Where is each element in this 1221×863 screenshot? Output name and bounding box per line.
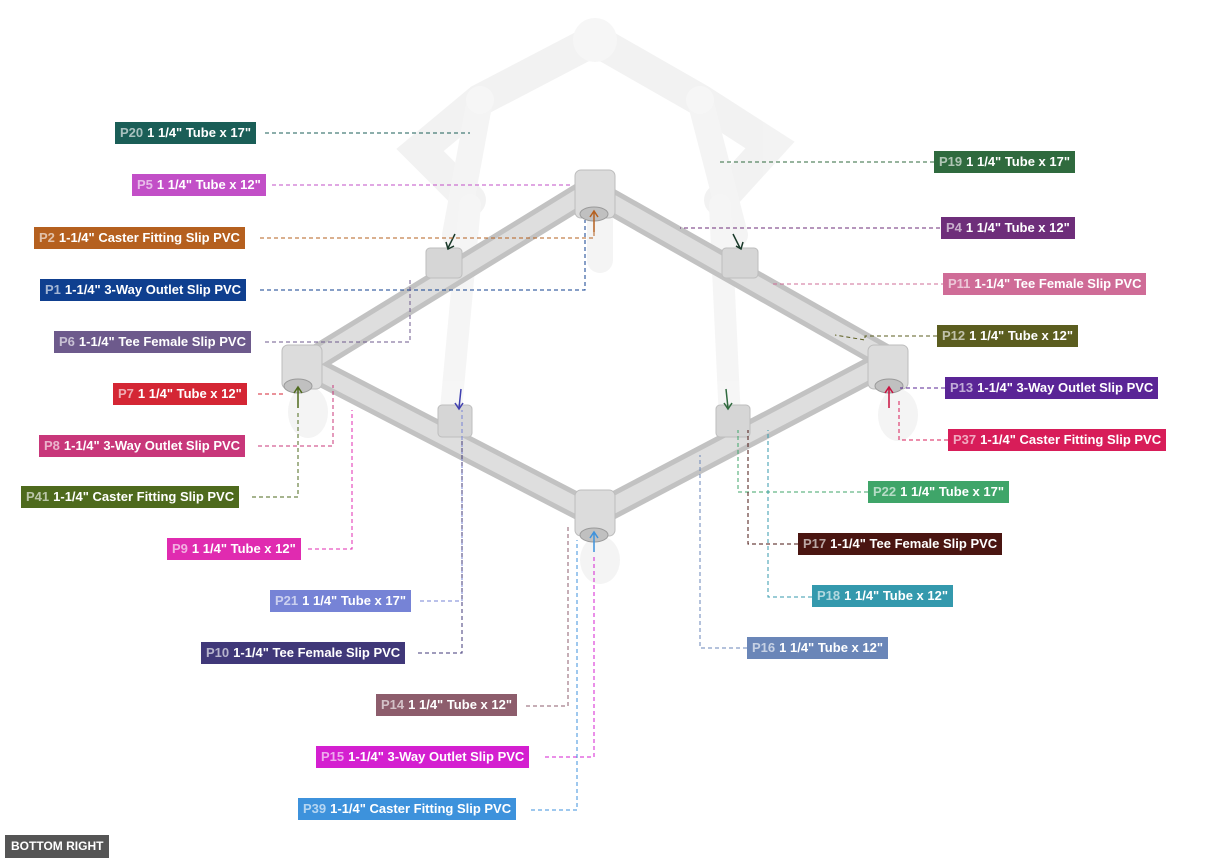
part-name: 1 1/4" Tube x 12" [965,220,1070,235]
part-name: 1 1/4" Tube x 12" [156,177,261,192]
part-id: P37 [953,432,977,447]
part-id: P1 [45,282,61,297]
part-name: 1 1/4" Tube x 17" [966,154,1070,169]
part-name: 1-1/4" 3-Way Outlet Slip PVC [348,749,525,764]
arrow-down-icon [732,233,744,251]
part-id: P13 [950,380,974,395]
part-name: 1 1/4" Tube x 12" [408,697,512,712]
part-id: P17 [803,536,827,551]
part-name: 1-1/4" Tee Female Slip PVC [974,276,1142,291]
part-id: P18 [817,588,841,603]
arrow-down-icon [723,388,733,411]
part-name: 1 1/4" Tube x 17" [900,484,1004,499]
part-id: P22 [873,484,897,499]
part-name: 1-1/4" 3-Way Outlet Slip PVC [63,438,241,453]
part-id: P6 [59,334,75,349]
part-id: P10 [206,645,230,660]
part-name: 1 1/4" Tube x 12" [969,328,1073,343]
part-id: P16 [752,640,776,655]
part-id: P12 [942,328,966,343]
part-name: 1 1/4" Tube x 12" [779,640,883,655]
corner-fitting-left [281,344,323,394]
part-id: P2 [39,230,55,245]
upper-frame-ghost [396,18,795,431]
part-name: 1-1/4" Caster Fitting Slip PVC [58,230,240,245]
part-name: 1 1/4" Tube x 12" [844,588,948,603]
part-id: P14 [381,697,405,712]
part-id: P19 [939,154,963,169]
part-name: 1-1/4" Caster Fitting Slip PVC [330,801,512,816]
part-id: P21 [275,593,299,608]
part-name: 1-1/4" Caster Fitting Slip PVC [980,432,1162,447]
part-name: 1-1/4" Caster Fitting Slip PVC [53,489,235,504]
part-id: P7 [118,386,134,401]
part-name: 1 1/4" Tube x 12" [137,386,242,401]
part-id: P4 [946,220,962,235]
part-id: P9 [172,541,188,556]
part-name: 1 1/4" Tube x 17" [302,593,406,608]
part-id: P20 [120,125,144,140]
part-id: P5 [137,177,153,192]
tee-fitting-front-right [715,404,751,438]
part-id: P11 [948,276,971,291]
part-name: 1-1/4" Tee Female Slip PVC [233,645,401,660]
arrow-up-icon [884,385,894,408]
arrow-up-icon [293,385,303,408]
view-orientation-badge: BOTTOM RIGHT [5,835,110,858]
leader-lines [252,132,948,811]
arrow-down-icon [445,233,456,251]
tee-fitting-front-left [437,404,473,438]
corner-fitting-right [867,344,909,394]
part-name: 1-1/4" Tee Female Slip PVC [830,536,998,551]
part-name: 1-1/4" Tee Female Slip PVC [78,334,246,349]
arrow-up-icon [589,530,599,552]
arrow-down-icon [454,388,464,411]
part-name: 1-1/4" 3-Way Outlet Slip PVC [64,282,242,297]
part-id: P15 [321,749,345,764]
tee-fitting-right [721,247,759,279]
part-name: 1 1/4" Tube x 17" [147,125,251,140]
part-id: P41 [26,489,50,504]
part-id: P39 [303,801,327,816]
fittings [281,169,909,543]
part-id: P8 [44,438,60,453]
part-name: 1 1/4" Tube x 12" [191,541,296,556]
part-name: 1-1/4" 3-Way Outlet Slip PVC [977,380,1154,395]
tee-fitting-left [425,247,463,279]
